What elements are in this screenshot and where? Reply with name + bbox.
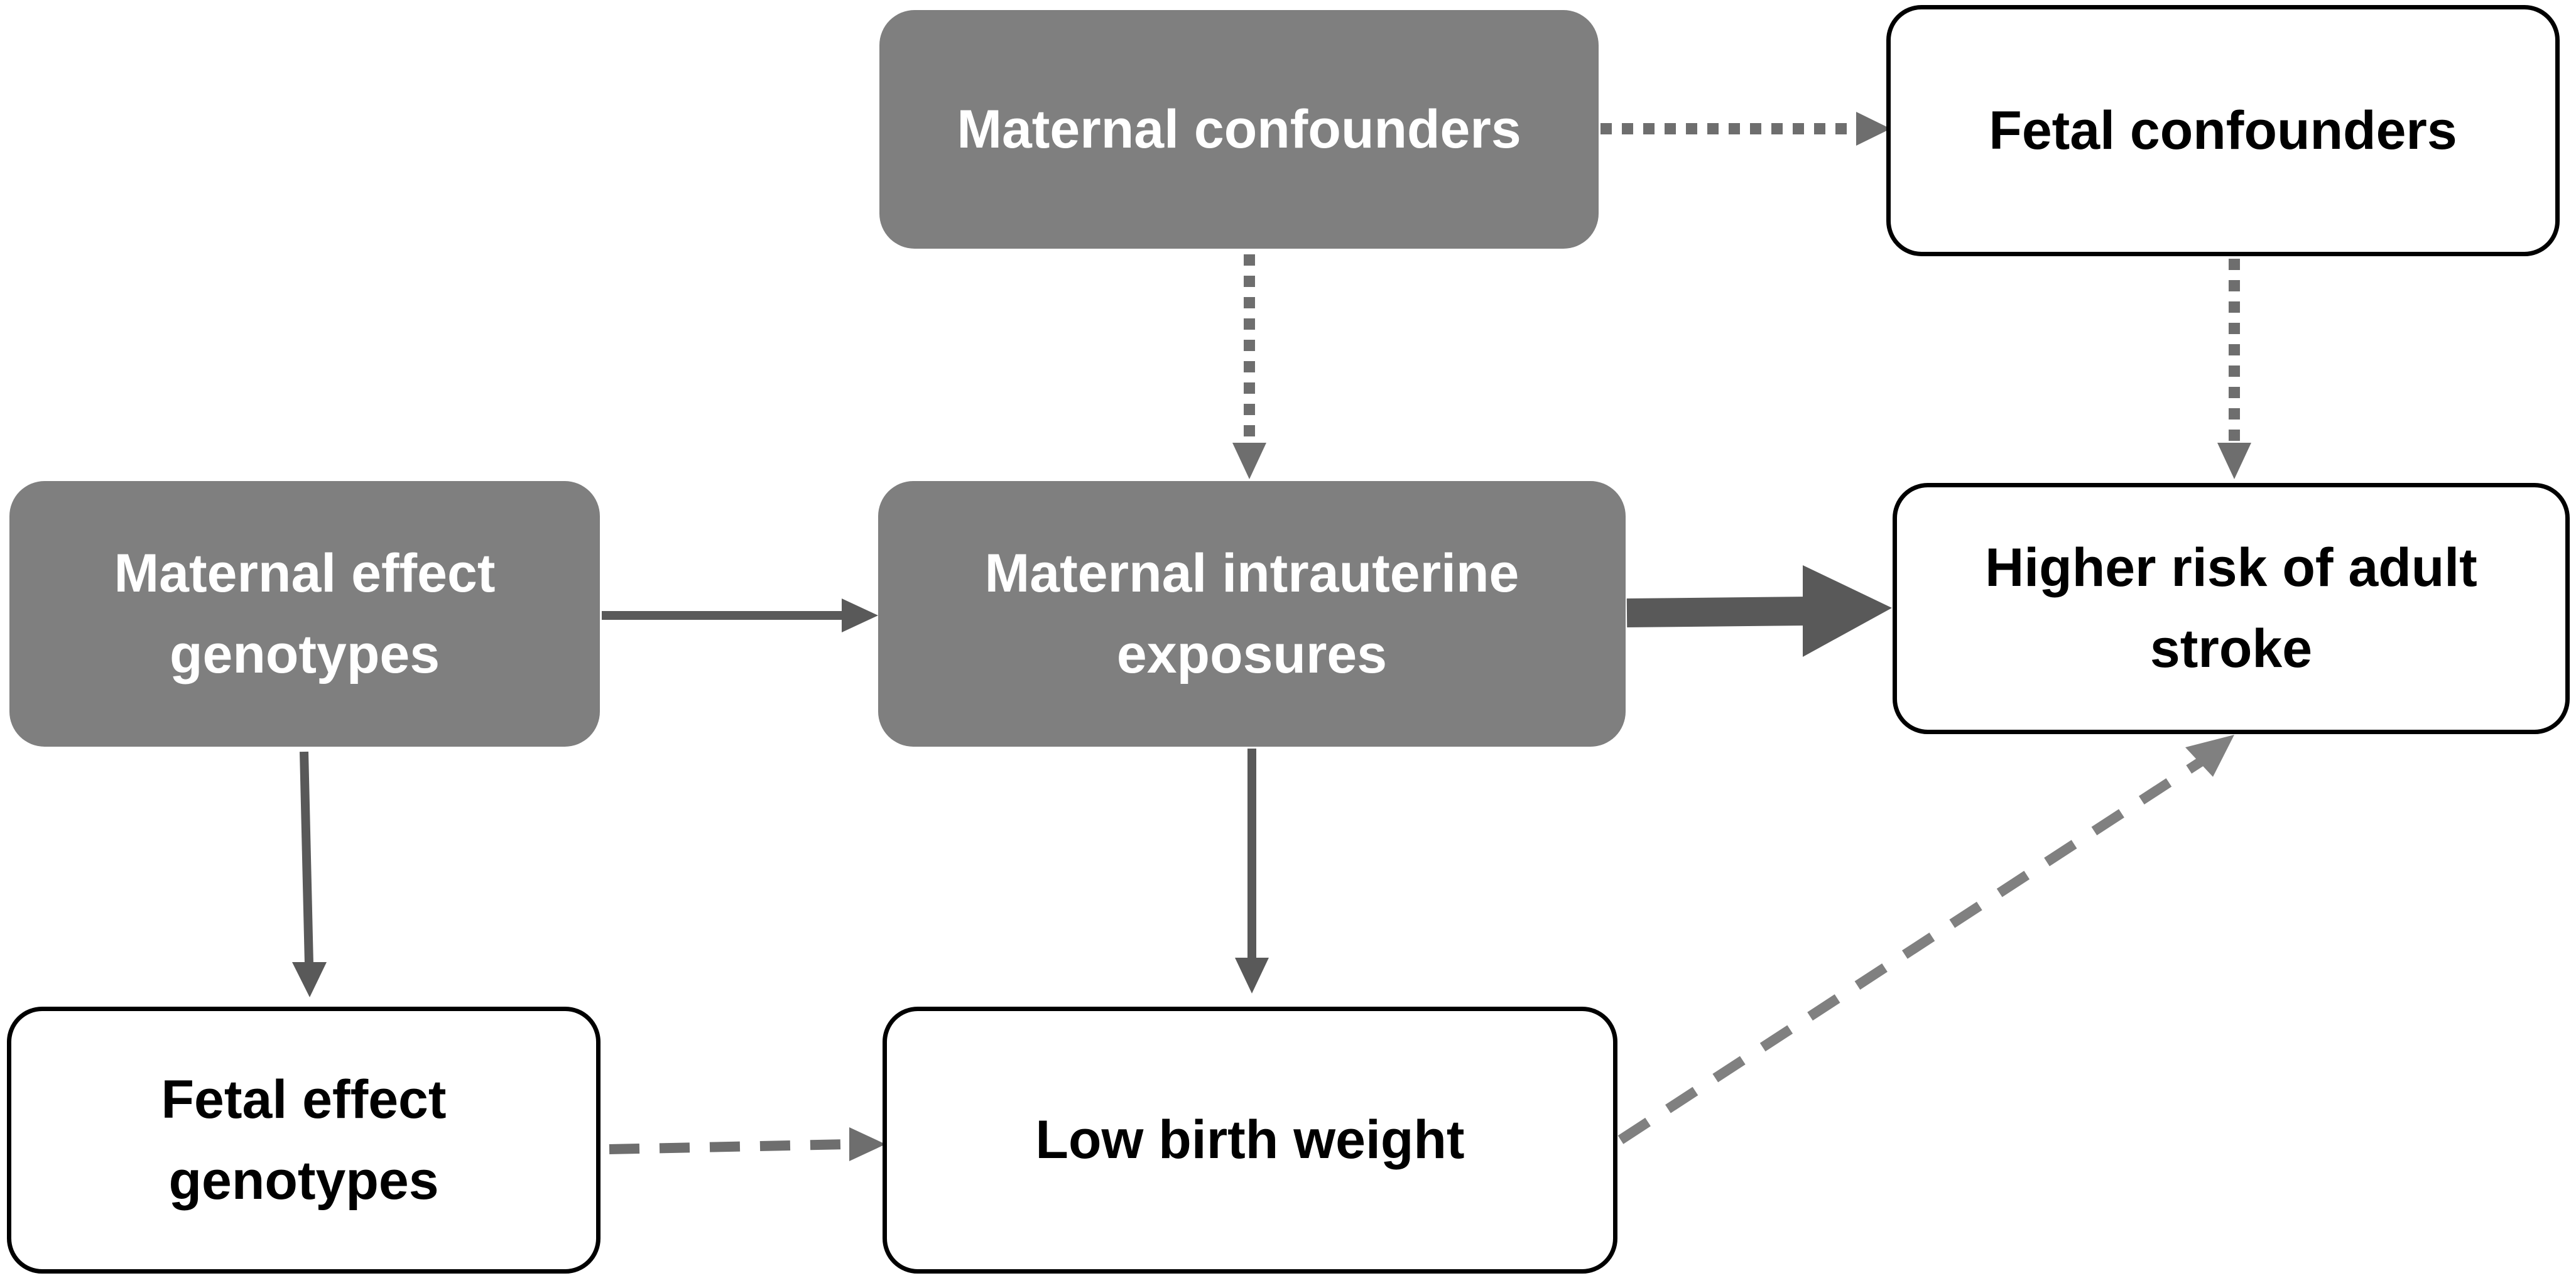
arrowhead-stroke-from-low-birth-weight	[2185, 735, 2234, 777]
arrowhead-low-birth-weight-from-exposures	[1235, 958, 1269, 993]
node-label: Maternal intrauterine exposures	[984, 543, 1519, 685]
node-maternal-effect-genotypes: Maternal effect genotypes	[9, 481, 600, 747]
edge-low-birth-weight-to-stroke	[1617, 755, 2207, 1144]
node-label: Maternal effect genotypes	[114, 543, 496, 685]
node-label: Maternal confounders	[957, 99, 1521, 160]
node-higher-risk-of-adult-stroke: Higher risk of adult stroke	[1893, 483, 2570, 734]
arrowhead-stroke-from-fetal-confounders	[2217, 443, 2251, 479]
node-maternal-confounders: Maternal confounders	[879, 10, 1599, 249]
node-label: Higher risk of adult stroke	[1985, 538, 2477, 679]
node-label: Fetal confounders	[1989, 100, 2457, 161]
arrowhead-fetal-genotypes	[292, 962, 327, 997]
node-label: Fetal effect genotypes	[161, 1069, 447, 1211]
node-maternal-intrauterine-exposures: Maternal intrauterine exposures	[878, 481, 1626, 747]
edge-maternal-genotypes-to-fetal-genotypes	[300, 751, 313, 965]
edge-exposures-to-stroke	[1626, 597, 1810, 627]
node-label: Low birth weight	[1035, 1110, 1465, 1170]
arrowhead-low-birth-weight-from-fetal-genotypes	[849, 1127, 886, 1161]
arrowhead-fetal-confounders	[1856, 112, 1891, 146]
node-fetal-effect-genotypes: Fetal effect genotypes	[7, 1007, 601, 1274]
edge-fetal-genotypes-to-low-birth-weight	[609, 1139, 850, 1154]
node-fetal-confounders: Fetal confounders	[1886, 5, 2560, 256]
arrowhead-exposures-from-confounders	[1232, 443, 1266, 479]
node-low-birth-weight: Low birth weight	[883, 1007, 1617, 1274]
arrowhead-exposures-from-genotypes	[842, 598, 878, 632]
arrowhead-stroke-from-exposures	[1803, 565, 1892, 657]
